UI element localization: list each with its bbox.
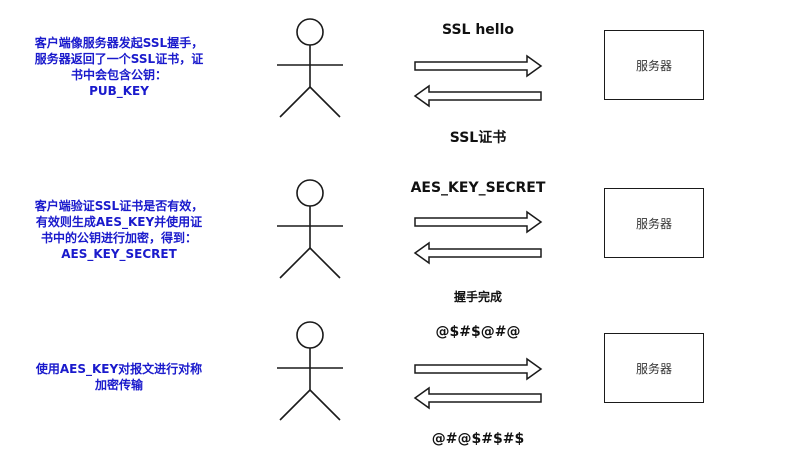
row-2-top-label: AES_KEY_SECRET: [410, 180, 546, 196]
row-2-server-label: 服务器: [635, 216, 672, 231]
row-3-description-line-2: 加密传输: [94, 378, 143, 392]
row-1-top-label: SSL hello: [441, 22, 514, 38]
row-2-description: 客户端验证SSL证书是否有效， 有效则生成AES_KEY并使用证 书中的公钥进行…: [14, 198, 224, 262]
row-1-stick-figure-icon: [276, 18, 344, 118]
row-1-left-arrow-icon: [414, 85, 542, 107]
row-1-description-line-1: 客户端像服务器发起SSL握手，: [34, 36, 204, 50]
row-3-description-line-1: 使用AES_KEY对报文进行对称: [35, 362, 203, 376]
row-3-top-label: @$#$@#@: [435, 324, 521, 340]
row-3-bottom-label: @#@$#$#$: [431, 431, 525, 447]
row-2-description-line-2: 有效则生成AES_KEY并使用证: [35, 215, 203, 229]
row-1-server-box: 服务器: [604, 30, 704, 100]
row-3-server-label: 服务器: [635, 361, 672, 376]
row-2-description-line-4: AES_KEY_SECRET: [61, 247, 177, 261]
row-1-description-line-4: PUB_KEY: [89, 84, 149, 98]
row-3-right-arrow-icon: [414, 358, 542, 380]
row-3-stick-figure-icon: [276, 321, 344, 421]
row-1-right-arrow-icon: [414, 55, 542, 77]
row-3-left-arrow-icon: [414, 387, 542, 409]
row-1-description-line-3: 书中会包含公钥：: [70, 68, 167, 82]
row-2-stick-figure-icon: [276, 179, 344, 279]
row-2-right-arrow-icon: [414, 211, 542, 233]
row-1-description-line-2: 服务器返回了一个SSL证书，证: [34, 52, 204, 66]
row-3-description: 使用AES_KEY对报文进行对称 加密传输: [14, 361, 224, 393]
row-2-description-line-3: 书中的公钥进行加密，得到：: [40, 231, 197, 245]
row-2-left-arrow-icon: [414, 242, 542, 264]
row-1-description: 客户端像服务器发起SSL握手， 服务器返回了一个SSL证书，证 书中会包含公钥：…: [14, 35, 224, 99]
row-2-bottom-label: 握手完成: [453, 290, 502, 304]
row-2-description-line-1: 客户端验证SSL证书是否有效，: [34, 199, 204, 213]
row-2-server-box: 服务器: [604, 188, 704, 258]
row-1-bottom-label: SSL证书: [449, 130, 507, 146]
row-1-server-label: 服务器: [635, 58, 672, 73]
row-3-server-box: 服务器: [604, 333, 704, 403]
